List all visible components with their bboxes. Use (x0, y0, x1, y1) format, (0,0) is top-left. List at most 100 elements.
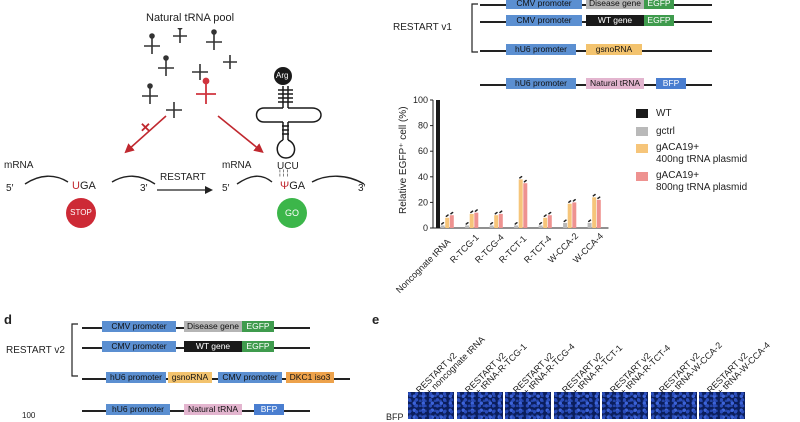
v1-3-gene: gsnoRNA (586, 44, 642, 55)
data-point (520, 175, 523, 178)
bar (469, 213, 474, 228)
five-prime-right: 5′ (222, 183, 230, 194)
y-tick-label: 60 (418, 146, 428, 156)
psi-ga: GA (289, 180, 306, 192)
v1-2-promoter: CMV promoter (506, 15, 582, 26)
v1-4-gene: Natural tRNA (586, 78, 644, 89)
bar (587, 222, 592, 228)
y-tick-label: 20 (418, 197, 428, 207)
pathway-arrows (124, 115, 264, 154)
mrna-left-label: mRNA (4, 160, 34, 171)
bar (543, 217, 548, 228)
v2-2-gene: WT gene (184, 341, 242, 352)
bar (538, 225, 543, 228)
restart-arrow (157, 186, 213, 194)
bfp-micrograph (602, 392, 648, 419)
partial-axis-tick: 100 (22, 411, 36, 420)
legend-swatch-gctrl (636, 126, 648, 136)
restart-v1-label: RESTART v1 (393, 22, 452, 33)
legend-item-800ng: gACA19+800ng tRNA plasmid (636, 170, 747, 194)
arg-label: Arg (276, 71, 289, 80)
mrna-left-strand (24, 175, 156, 185)
panel-e-letter: e (372, 312, 380, 327)
data-point (500, 210, 503, 213)
legend-label-400ng-1: gACA19+ (656, 142, 700, 153)
v1-4-promoter: hU6 promoter (506, 78, 576, 89)
v1-1-gene: Disease gene (586, 0, 644, 9)
bar (440, 225, 445, 228)
construct-v2-3-backbone (82, 378, 350, 380)
go-badge: GO (277, 198, 307, 228)
data-point (451, 211, 454, 214)
v1-1-reporter: EGFP (644, 0, 674, 9)
bar (596, 199, 601, 228)
restart-arrow-label: RESTART (160, 172, 206, 183)
legend-label-gctrl: gctrl (656, 126, 675, 137)
legend-label-800ng-1: gACA19+ (656, 170, 700, 181)
legend-label-800ng-2: 800ng tRNA plasmid (656, 182, 748, 193)
three-prime-left: 3′ (140, 183, 148, 194)
v2-4-gene: Natural tRNA (184, 404, 242, 415)
v2-4-promoter: hU6 promoter (106, 404, 170, 415)
data-point (569, 200, 572, 202)
bar (518, 179, 523, 228)
legend-swatch-400ng (636, 144, 648, 153)
v2-3-promoter: hU6 promoter (106, 372, 166, 383)
mrna-right-strand (236, 175, 365, 185)
legend-item-gctrl: gctrl (636, 126, 675, 138)
legend-item-400ng: gACA19+400ng tRNA plasmid (636, 142, 747, 166)
block-mark: ✕ (140, 120, 151, 135)
v1-4-reporter: BFP (656, 78, 686, 89)
data-point (540, 221, 543, 224)
codon-u: U (72, 180, 80, 192)
bar (494, 215, 499, 228)
v2-1-reporter: EGFP (242, 321, 274, 332)
arg-trna-structure (255, 67, 322, 159)
v1-2-gene: WT gene (586, 15, 644, 26)
data-point (476, 209, 478, 211)
bar (514, 225, 519, 228)
bfp-micrograph (505, 392, 551, 419)
restart-v2-label: RESTART v2 (6, 345, 65, 356)
v1-1-promoter: CMV promoter (506, 0, 582, 9)
stop-label: STOP (70, 208, 92, 217)
mrna-right-label: mRNA (222, 160, 252, 171)
v2-4-reporter: BFP (254, 404, 284, 415)
bar (436, 100, 440, 228)
x-tick-label: Noncognate tRNA (393, 236, 453, 296)
restart-v2-bracket (71, 323, 78, 377)
pseudouridine-codon: ΨGA (280, 180, 305, 192)
data-point (442, 221, 445, 224)
bar (592, 197, 597, 228)
data-point (574, 198, 576, 201)
anticodon: UCU (277, 161, 299, 172)
v2-3-gene: gsnoRNA (168, 372, 212, 383)
v1-2-reporter: EGFP (644, 15, 674, 26)
data-point (549, 211, 552, 214)
bar (465, 225, 470, 228)
legend-label-wt: WT (656, 108, 672, 119)
v2-2-reporter: EGFP (242, 341, 274, 352)
three-prime-right: 3′ (358, 183, 366, 194)
codon-pairing: ¦ ¦ ¦ (279, 170, 289, 177)
bfp-micrograph (699, 392, 745, 419)
psi-u: Ψ (280, 180, 290, 192)
data-point (598, 196, 601, 198)
data-point (467, 221, 469, 224)
five-prime-left: 5′ (6, 183, 14, 194)
bar (474, 212, 479, 228)
bar (498, 213, 503, 228)
bar (489, 225, 494, 228)
y-tick-label: 80 (418, 121, 428, 131)
y-tick-label: 100 (413, 95, 428, 105)
data-point (545, 214, 547, 216)
bfp-micrograph (553, 392, 600, 419)
data-point (525, 179, 527, 182)
v2-1-gene: Disease gene (184, 321, 242, 332)
legend-swatch-wt (636, 108, 648, 118)
data-point (516, 221, 518, 224)
stop-badge: STOP (66, 198, 96, 228)
bfp-row-label: BFP (386, 412, 404, 422)
trna-pool-title: Natural tRNA pool (146, 12, 235, 24)
v2-1-promoter: CMV promoter (102, 321, 176, 332)
